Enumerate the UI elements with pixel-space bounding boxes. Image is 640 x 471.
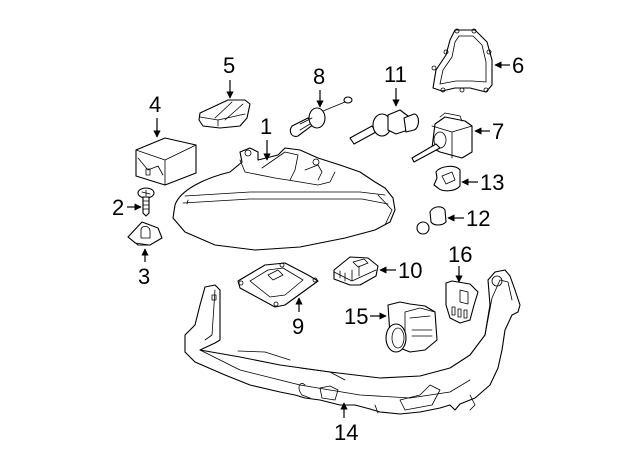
part-5-cover-cap[interactable] [198, 99, 251, 129]
callout-8[interactable]: 8 [313, 64, 325, 108]
callout-14[interactable]: 14 [334, 402, 358, 445]
part-1-headlamp-assembly[interactable] [172, 147, 396, 251]
part-4-control-module-box[interactable] [135, 137, 197, 186]
callout-4[interactable]: 4 [149, 92, 161, 138]
callout-number-12: 12 [466, 206, 490, 231]
part-12-side-marker-bulb[interactable] [416, 206, 447, 235]
part-3-clip-nut[interactable] [127, 221, 163, 246]
callout-number-11: 11 [384, 62, 407, 87]
callout-10[interactable]: 10 [379, 258, 422, 283]
callout-number-8: 8 [313, 64, 325, 89]
callout-5[interactable]: 5 [223, 53, 235, 99]
callout-number-2: 2 [112, 195, 124, 220]
callout-3[interactable]: 3 [138, 248, 150, 289]
callout-number-7: 7 [492, 119, 504, 144]
callout-9[interactable]: 9 [292, 297, 304, 339]
part-2-screw[interactable] [137, 187, 155, 217]
callout-number-13: 13 [480, 170, 504, 195]
part-10-connector[interactable] [333, 256, 379, 286]
callout-number-3: 3 [138, 264, 150, 289]
callout-13[interactable]: 13 [461, 170, 504, 195]
part-6-housing-gasket[interactable] [431, 28, 493, 93]
callout-number-14: 14 [334, 420, 358, 445]
callout-16[interactable]: 16 [448, 242, 472, 283]
part-16-control-unit[interactable] [445, 280, 479, 324]
callout-6[interactable]: 6 [494, 53, 524, 78]
callout-12[interactable]: 12 [447, 206, 490, 231]
callout-15[interactable]: 15 [344, 304, 387, 329]
callout-number-15: 15 [344, 304, 368, 329]
part-9-ballast[interactable] [237, 262, 319, 308]
callout-2[interactable]: 2 [112, 195, 142, 220]
callout-number-9: 9 [292, 314, 304, 339]
callout-number-5: 5 [223, 53, 235, 78]
part-14-mounting-bracket[interactable] [184, 269, 521, 415]
callout-number-10: 10 [398, 258, 422, 283]
part-11-fog-bulb[interactable] [349, 109, 420, 145]
callout-number-1: 1 [260, 114, 272, 139]
callout-number-6: 6 [512, 53, 524, 78]
callout-number-4: 4 [149, 92, 161, 117]
callout-number-16: 16 [448, 242, 472, 267]
callout-11[interactable]: 11 [384, 62, 407, 107]
callout-7[interactable]: 7 [474, 119, 504, 144]
part-13-bulb-socket[interactable] [433, 165, 461, 192]
part-7-xenon-bulb[interactable] [411, 112, 473, 163]
callout-1[interactable]: 1 [260, 114, 272, 161]
part-15-actuator-motor[interactable] [385, 301, 438, 353]
part-8-halogen-bulb[interactable] [289, 96, 353, 137]
